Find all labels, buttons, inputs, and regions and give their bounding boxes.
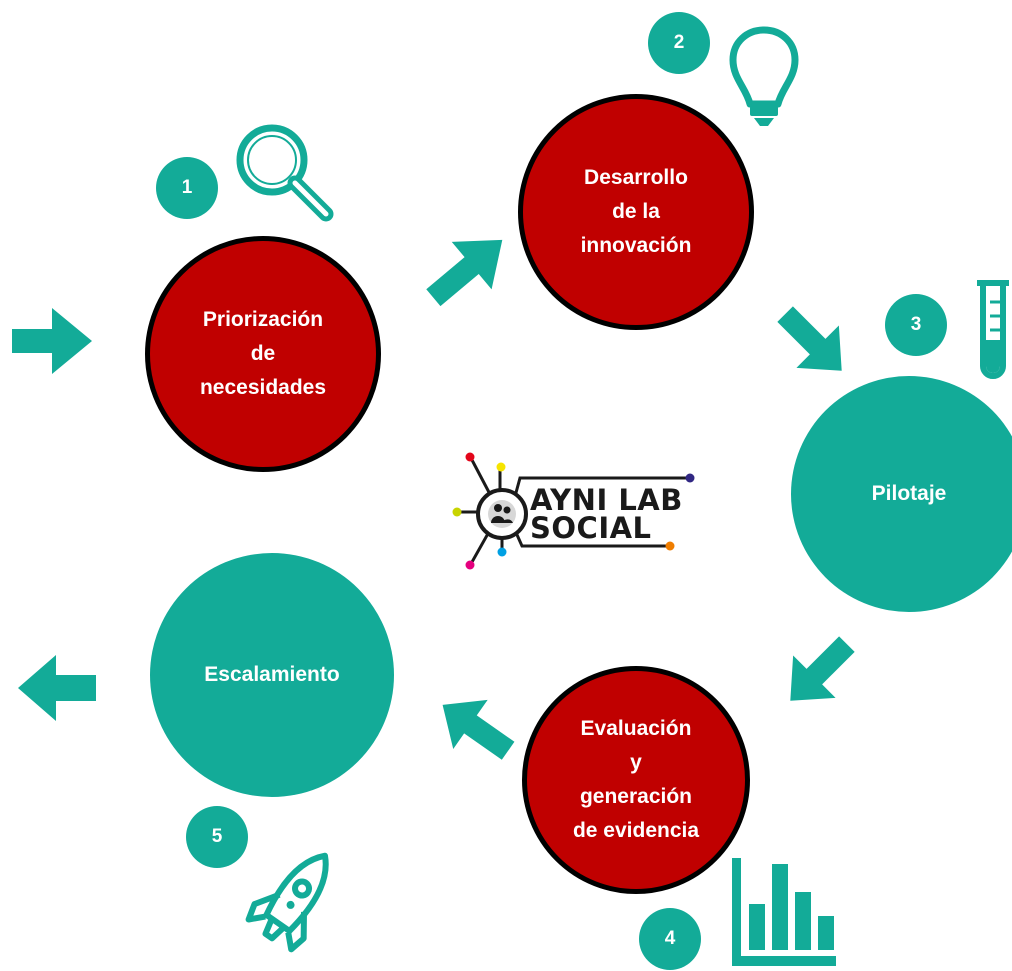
arrow-3-to-4-icon <box>790 636 855 701</box>
stage-2-circle: Desarrollo de la innovación <box>518 94 754 330</box>
entry-arrow-icon <box>12 308 92 374</box>
stage-5-label: Escalamiento <box>204 663 340 686</box>
logo-line-2: SOCIAL <box>530 511 652 545</box>
stage-3-number-badge: 3 <box>885 294 947 356</box>
stage-2-number-badge: 2 <box>648 12 710 74</box>
stage-1-number-badge: 1 <box>156 157 218 219</box>
stage-3-circle: Pilotaje <box>791 376 1012 612</box>
stage-1-circle: Priorización de necesidades <box>145 236 381 472</box>
stage-4-circle: Evaluación y generación de evidencia <box>522 666 750 894</box>
stage-3-label: Pilotaje <box>871 482 947 505</box>
logo-line-1: AYNI LAB <box>530 483 683 517</box>
arrow-1-to-2-icon <box>426 239 503 307</box>
rocket-icon <box>245 852 329 953</box>
ayni-lab-social-logo: AYNI LAB SOCIAL <box>452 452 695 570</box>
bar-chart-icon <box>732 858 836 966</box>
exit-arrow-icon <box>18 655 96 721</box>
stage-5-circle: Escalamiento <box>150 553 394 797</box>
magnifier-icon <box>236 124 334 222</box>
stage-5-number-badge: 5 <box>186 806 248 868</box>
arrow-4-to-5-icon <box>442 699 515 760</box>
stage-4-number-badge: 4 <box>639 908 701 970</box>
stage-4-label: Evaluación y generación de evidencia <box>572 717 700 842</box>
lightbulb-icon <box>729 26 799 126</box>
arrow-2-to-3-icon <box>777 306 842 371</box>
stage-2-label: Desarrollo de la innovación <box>580 166 692 257</box>
stage-1-label: Priorización de necesidades <box>199 308 327 399</box>
test-tube-icon <box>977 280 1009 379</box>
